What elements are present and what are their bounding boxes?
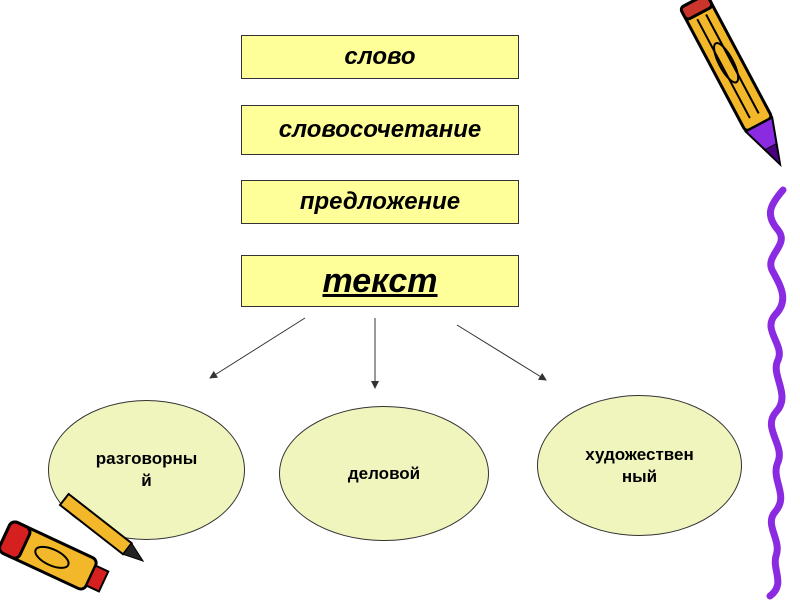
crayon-pencil-icon xyxy=(0,0,800,600)
